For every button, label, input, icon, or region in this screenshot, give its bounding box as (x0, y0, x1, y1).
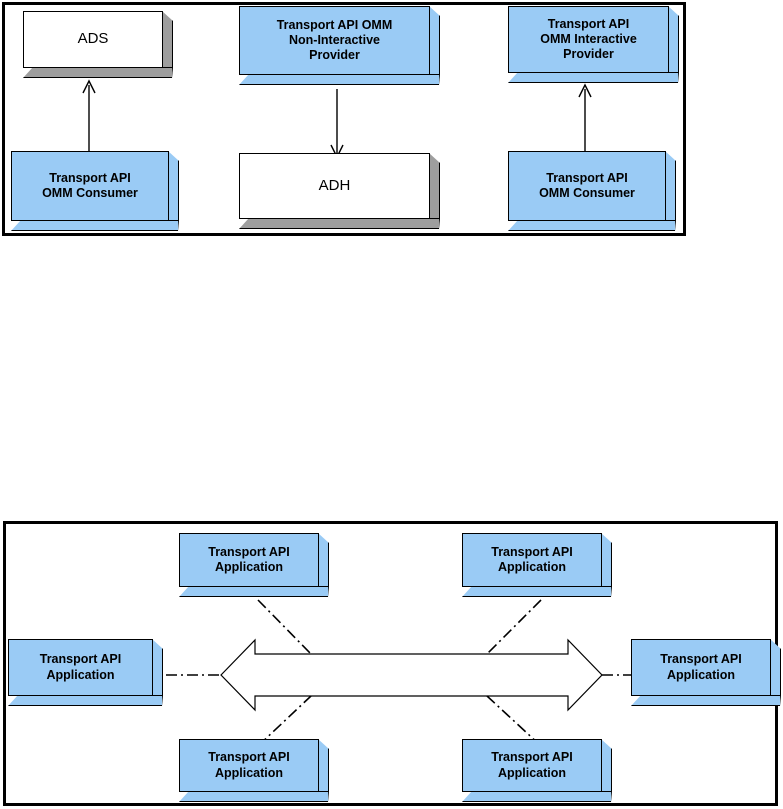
non-interactive-provider-side (429, 6, 440, 75)
application-bottom-right-label: Transport API Application (491, 750, 573, 780)
application-top-left-shadow (179, 586, 329, 597)
ads-box-label: ADS (77, 30, 109, 48)
application-right-shadow (631, 695, 781, 706)
provider-to-adh-arrow (330, 89, 344, 159)
application-right-label: Transport API Application (660, 652, 742, 682)
adh-box[interactable]: ADH (239, 153, 440, 229)
application-right-side (770, 639, 781, 696)
consumer-left-face: Transport API OMM Consumer (11, 151, 169, 221)
consumer-right-shadow (508, 220, 676, 231)
application-top-left-face: Transport API Application (179, 533, 319, 587)
application-bottom-left-face: Transport API Application (179, 739, 319, 792)
bottom-diagram-panel: Transport API Application Transport API … (3, 521, 781, 806)
application-bottom-left[interactable]: Transport API Application (179, 739, 329, 802)
transport-api-omm-consumer-left[interactable]: Transport API OMM Consumer (11, 151, 179, 231)
adh-box-shadow (239, 218, 440, 229)
consumer-left-shadow (11, 220, 179, 231)
transport-api-omm-non-interactive-provider[interactable]: Transport API OMM Non-Interactive Provid… (239, 6, 440, 85)
application-bottom-right-face: Transport API Application (462, 739, 602, 792)
ads-box[interactable]: ADS (23, 11, 173, 78)
interactive-provider-face: Transport API OMM Interactive Provider (508, 6, 669, 73)
non-interactive-provider-label: Transport API OMM Non-Interactive Provid… (276, 17, 393, 63)
ads-box-side (162, 11, 173, 68)
application-top-right-side (601, 533, 612, 587)
application-left[interactable]: Transport API Application (8, 639, 163, 706)
non-interactive-provider-face: Transport API OMM Non-Interactive Provid… (239, 6, 430, 75)
transport-api-omm-interactive-provider[interactable]: Transport API OMM Interactive Provider (508, 6, 679, 83)
interactive-provider-shadow (508, 72, 679, 83)
application-bottom-right-shadow (462, 791, 612, 802)
consumer-left-label: Transport API OMM Consumer (42, 170, 138, 200)
ads-box-shadow (23, 67, 173, 78)
application-left-shadow (8, 695, 163, 706)
application-bottom-left-side (318, 739, 329, 792)
consumer-to-interactive-provider-arrow (578, 83, 592, 151)
application-top-left-side (318, 533, 329, 587)
application-left-side (152, 639, 163, 696)
application-bottom-right-side (601, 739, 612, 792)
link-top-right (486, 599, 542, 655)
consumer-to-ads-arrow (82, 79, 96, 151)
application-top-left-label: Transport API Application (208, 544, 290, 574)
bidirectional-bus-arrow (220, 638, 603, 712)
application-bottom-left-shadow (179, 791, 329, 802)
top-diagram-panel: ADS Transport API OMM Consumer Transport… (2, 2, 686, 236)
application-top-right-face: Transport API Application (462, 533, 602, 587)
non-interactive-provider-shadow (239, 74, 440, 85)
interactive-provider-label: Transport API OMM Interactive Provider (540, 16, 637, 62)
transport-api-omm-consumer-right[interactable]: Transport API OMM Consumer (508, 151, 676, 231)
application-left-face: Transport API Application (8, 639, 153, 696)
adh-box-face: ADH (239, 153, 430, 219)
ads-box-face: ADS (23, 11, 163, 68)
application-top-left[interactable]: Transport API Application (179, 533, 329, 597)
application-bottom-right[interactable]: Transport API Application (462, 739, 612, 802)
consumer-left-side (168, 151, 179, 221)
application-top-right-shadow (462, 586, 612, 597)
consumer-right-face: Transport API OMM Consumer (508, 151, 666, 221)
application-top-right-label: Transport API Application (491, 544, 573, 574)
application-right[interactable]: Transport API Application (631, 639, 781, 706)
link-top-left (257, 599, 312, 655)
application-bottom-left-label: Transport API Application (208, 750, 290, 780)
adh-box-label: ADH (318, 176, 351, 194)
application-right-face: Transport API Application (631, 639, 771, 696)
interactive-provider-side (668, 6, 679, 73)
application-left-label: Transport API Application (39, 652, 122, 682)
consumer-right-side (665, 151, 676, 221)
adh-box-side (429, 153, 440, 219)
consumer-right-label: Transport API OMM Consumer (539, 170, 635, 200)
application-top-right[interactable]: Transport API Application (462, 533, 612, 597)
